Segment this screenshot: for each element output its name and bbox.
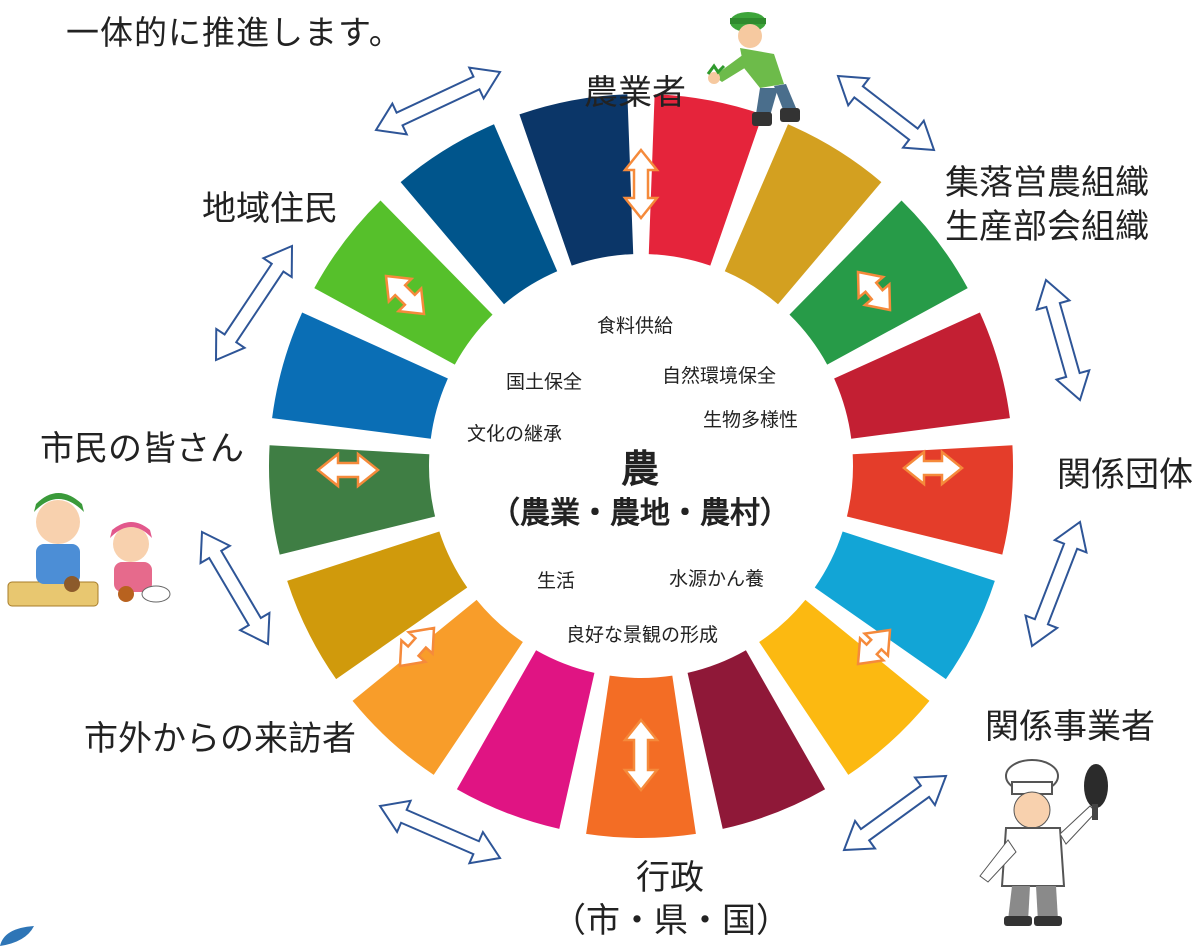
ring-segment-17: [519, 94, 634, 266]
inner-arrow-2: [856, 270, 892, 312]
inner-double-arrows: [315, 147, 965, 793]
inner-arrow-1: [622, 147, 660, 221]
ring-segment-10: [456, 650, 595, 829]
function-food-supply: 食料供給: [597, 315, 674, 337]
ring-segment-14: [272, 312, 448, 439]
ring-segments: [269, 94, 1014, 839]
outer-arrow-5: [842, 774, 948, 852]
farmer-illustration: [706, 12, 800, 126]
ring-segment-5: [846, 445, 1014, 555]
outer-arrow-7: [199, 530, 271, 646]
stakeholder-visitors: 市外からの来訪者: [84, 719, 356, 759]
stakeholder-related-businesses: 関係事業者: [985, 707, 1155, 747]
function-living: 生活: [537, 570, 576, 592]
inner-arrow-8: [384, 274, 426, 316]
ring-segment-16: [400, 124, 558, 305]
cooking-children-illustration: [7, 493, 171, 607]
outer-arrow-1: [374, 66, 502, 136]
function-biodiversity: 生物多様性: [703, 409, 799, 431]
outer-arrow-3: [1035, 278, 1091, 402]
function-water-source: 水源かん養: [669, 568, 765, 590]
function-landscape: 良好な景観の形成: [566, 624, 719, 646]
chef-illustration: [979, 759, 1108, 926]
intro-text: 一体的に推進します。: [66, 13, 403, 52]
leaf-icon: [0, 926, 34, 946]
inner-arrow-4: [856, 628, 892, 666]
function-cultural-heritage: 文化の継承: [467, 423, 563, 445]
stakeholder-village-org: 集落営農組織: [945, 163, 1149, 203]
ring-segment-12: [287, 531, 468, 680]
stakeholder-related-groups: 関係団体: [1057, 455, 1193, 495]
stakeholder-citizens: 市民の皆さん: [40, 429, 244, 469]
ring-segment-6: [814, 531, 995, 680]
ring-segment-4: [834, 312, 1010, 439]
inner-arrow-7: [315, 451, 381, 489]
stakeholder-administration: 行政: [636, 858, 704, 898]
inner-arrow-6: [398, 626, 436, 668]
center-subtitle: （農業・農地・農村）: [490, 496, 790, 531]
stakeholder-residents: 地域住民: [202, 189, 338, 229]
stakeholder-administration-levels: （市・県・国）: [552, 901, 790, 941]
ring-segment-13: [269, 445, 436, 555]
outer-double-arrows: [199, 66, 1091, 865]
ring-segment-2: [724, 124, 882, 305]
stakeholder-production-group: 生産部会組織: [945, 207, 1149, 247]
ring-segment-1: [648, 94, 763, 266]
inner-arrow-3: [901, 449, 965, 487]
ring-segment-8: [687, 650, 826, 829]
ring-segment-7: [759, 599, 930, 775]
function-land-conservation: 国土保全: [506, 371, 583, 393]
inner-arrow-5: [622, 717, 660, 793]
outer-arrow-6: [378, 799, 502, 865]
center-title: 農: [620, 447, 659, 491]
stakeholder-farmers: 農業者: [584, 73, 686, 113]
ring-segment-11: [352, 599, 523, 775]
outer-arrow-4: [1024, 520, 1088, 648]
function-nature-conservation: 自然環境保全: [662, 365, 777, 387]
ring-segment-3: [789, 200, 968, 365]
outer-arrow-8: [214, 244, 294, 362]
outer-arrow-2: [836, 74, 936, 152]
